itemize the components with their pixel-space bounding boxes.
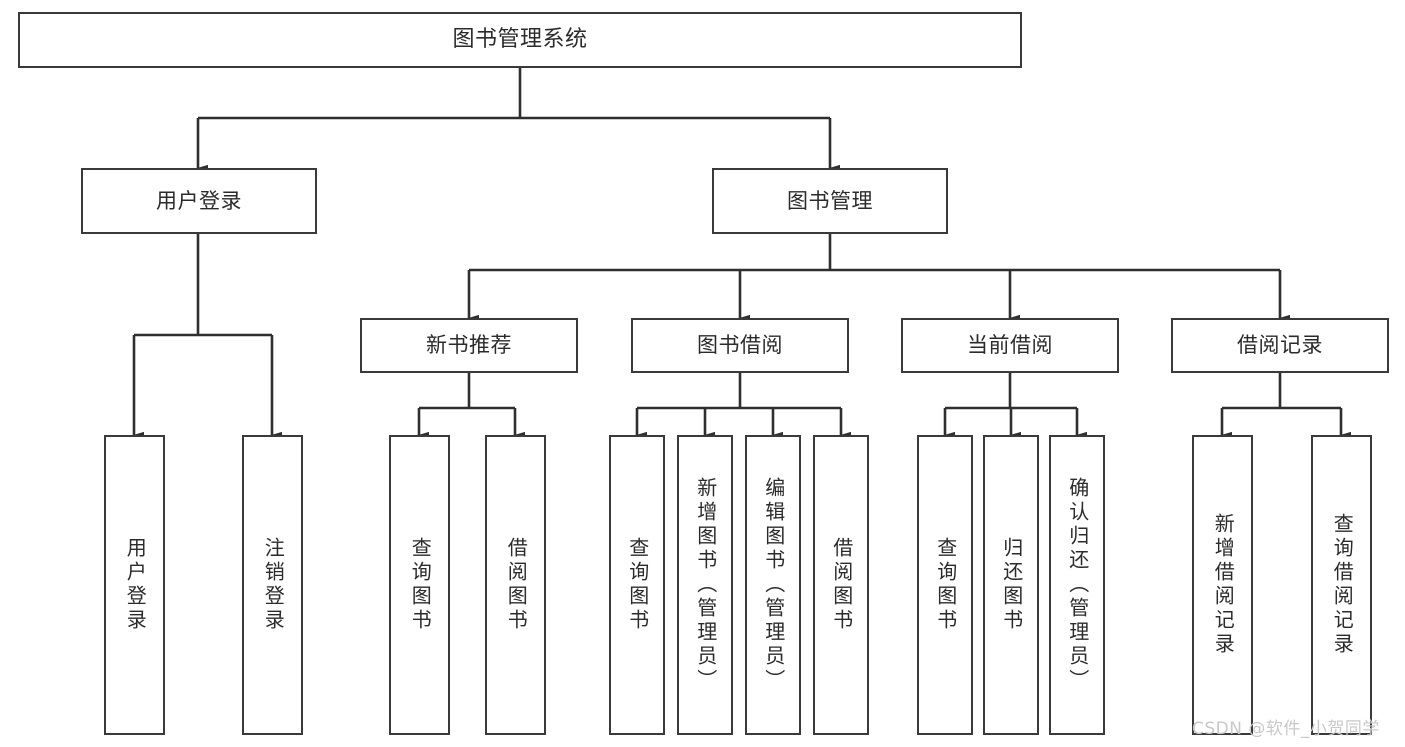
node-book-borrow[interactable]: 图书借阅 [631, 318, 849, 373]
node-label: 新书推荐 [426, 333, 512, 358]
node-leaf-confirm-return[interactable]: 确认归还（管理员） [1049, 435, 1105, 735]
node-leaf-query-record[interactable]: 查询借阅记录 [1311, 435, 1372, 735]
node-label: 用户登录 [123, 537, 148, 633]
node-label: 查询图书 [625, 537, 650, 633]
node-leaf-user-logout[interactable]: 注销登录 [242, 435, 303, 735]
node-label: 借阅记录 [1237, 333, 1323, 358]
node-borrow-record[interactable]: 借阅记录 [1171, 318, 1389, 373]
node-leaf-add-record[interactable]: 新增借阅记录 [1192, 435, 1253, 735]
node-label: 借阅图书 [829, 537, 854, 633]
node-label: 当前借阅 [967, 333, 1053, 358]
node-label: 用户登录 [156, 188, 242, 213]
node-leaf-query-book-1[interactable]: 查询图书 [389, 435, 450, 735]
node-leaf-edit-book[interactable]: 编辑图书（管理员） [745, 435, 801, 735]
node-label: 图书借阅 [697, 333, 783, 358]
node-new-book-rec[interactable]: 新书推荐 [360, 318, 578, 373]
node-label: 编辑图书（管理员） [761, 477, 786, 693]
node-leaf-query-book-2[interactable]: 查询图书 [609, 435, 665, 735]
node-leaf-add-book[interactable]: 新增图书（管理员） [677, 435, 733, 735]
node-leaf-query-book-3[interactable]: 查询图书 [917, 435, 973, 735]
node-root[interactable]: 图书管理系统 [18, 12, 1022, 68]
node-leaf-user-login[interactable]: 用户登录 [104, 435, 165, 735]
node-label: 新增借阅记录 [1211, 513, 1236, 657]
node-label: 查询图书 [408, 537, 433, 633]
node-book-manage[interactable]: 图书管理 [712, 168, 948, 234]
node-leaf-borrow-book-2[interactable]: 借阅图书 [813, 435, 869, 735]
node-label: 图书管理 [787, 188, 873, 213]
node-label: 图书管理系统 [452, 27, 588, 53]
node-current-borrow[interactable]: 当前借阅 [901, 318, 1119, 373]
node-leaf-return-book[interactable]: 归还图书 [983, 435, 1039, 735]
node-user-login[interactable]: 用户登录 [81, 168, 317, 234]
node-label: 确认归还（管理员） [1065, 477, 1090, 693]
node-label: 注销登录 [261, 537, 286, 633]
node-label: 新增图书（管理员） [693, 477, 718, 693]
node-label: 查询图书 [933, 537, 958, 633]
node-leaf-borrow-book-1[interactable]: 借阅图书 [485, 435, 546, 735]
node-label: 查询借阅记录 [1330, 513, 1355, 657]
node-label: 归还图书 [999, 537, 1024, 633]
node-label: 借阅图书 [504, 537, 529, 633]
